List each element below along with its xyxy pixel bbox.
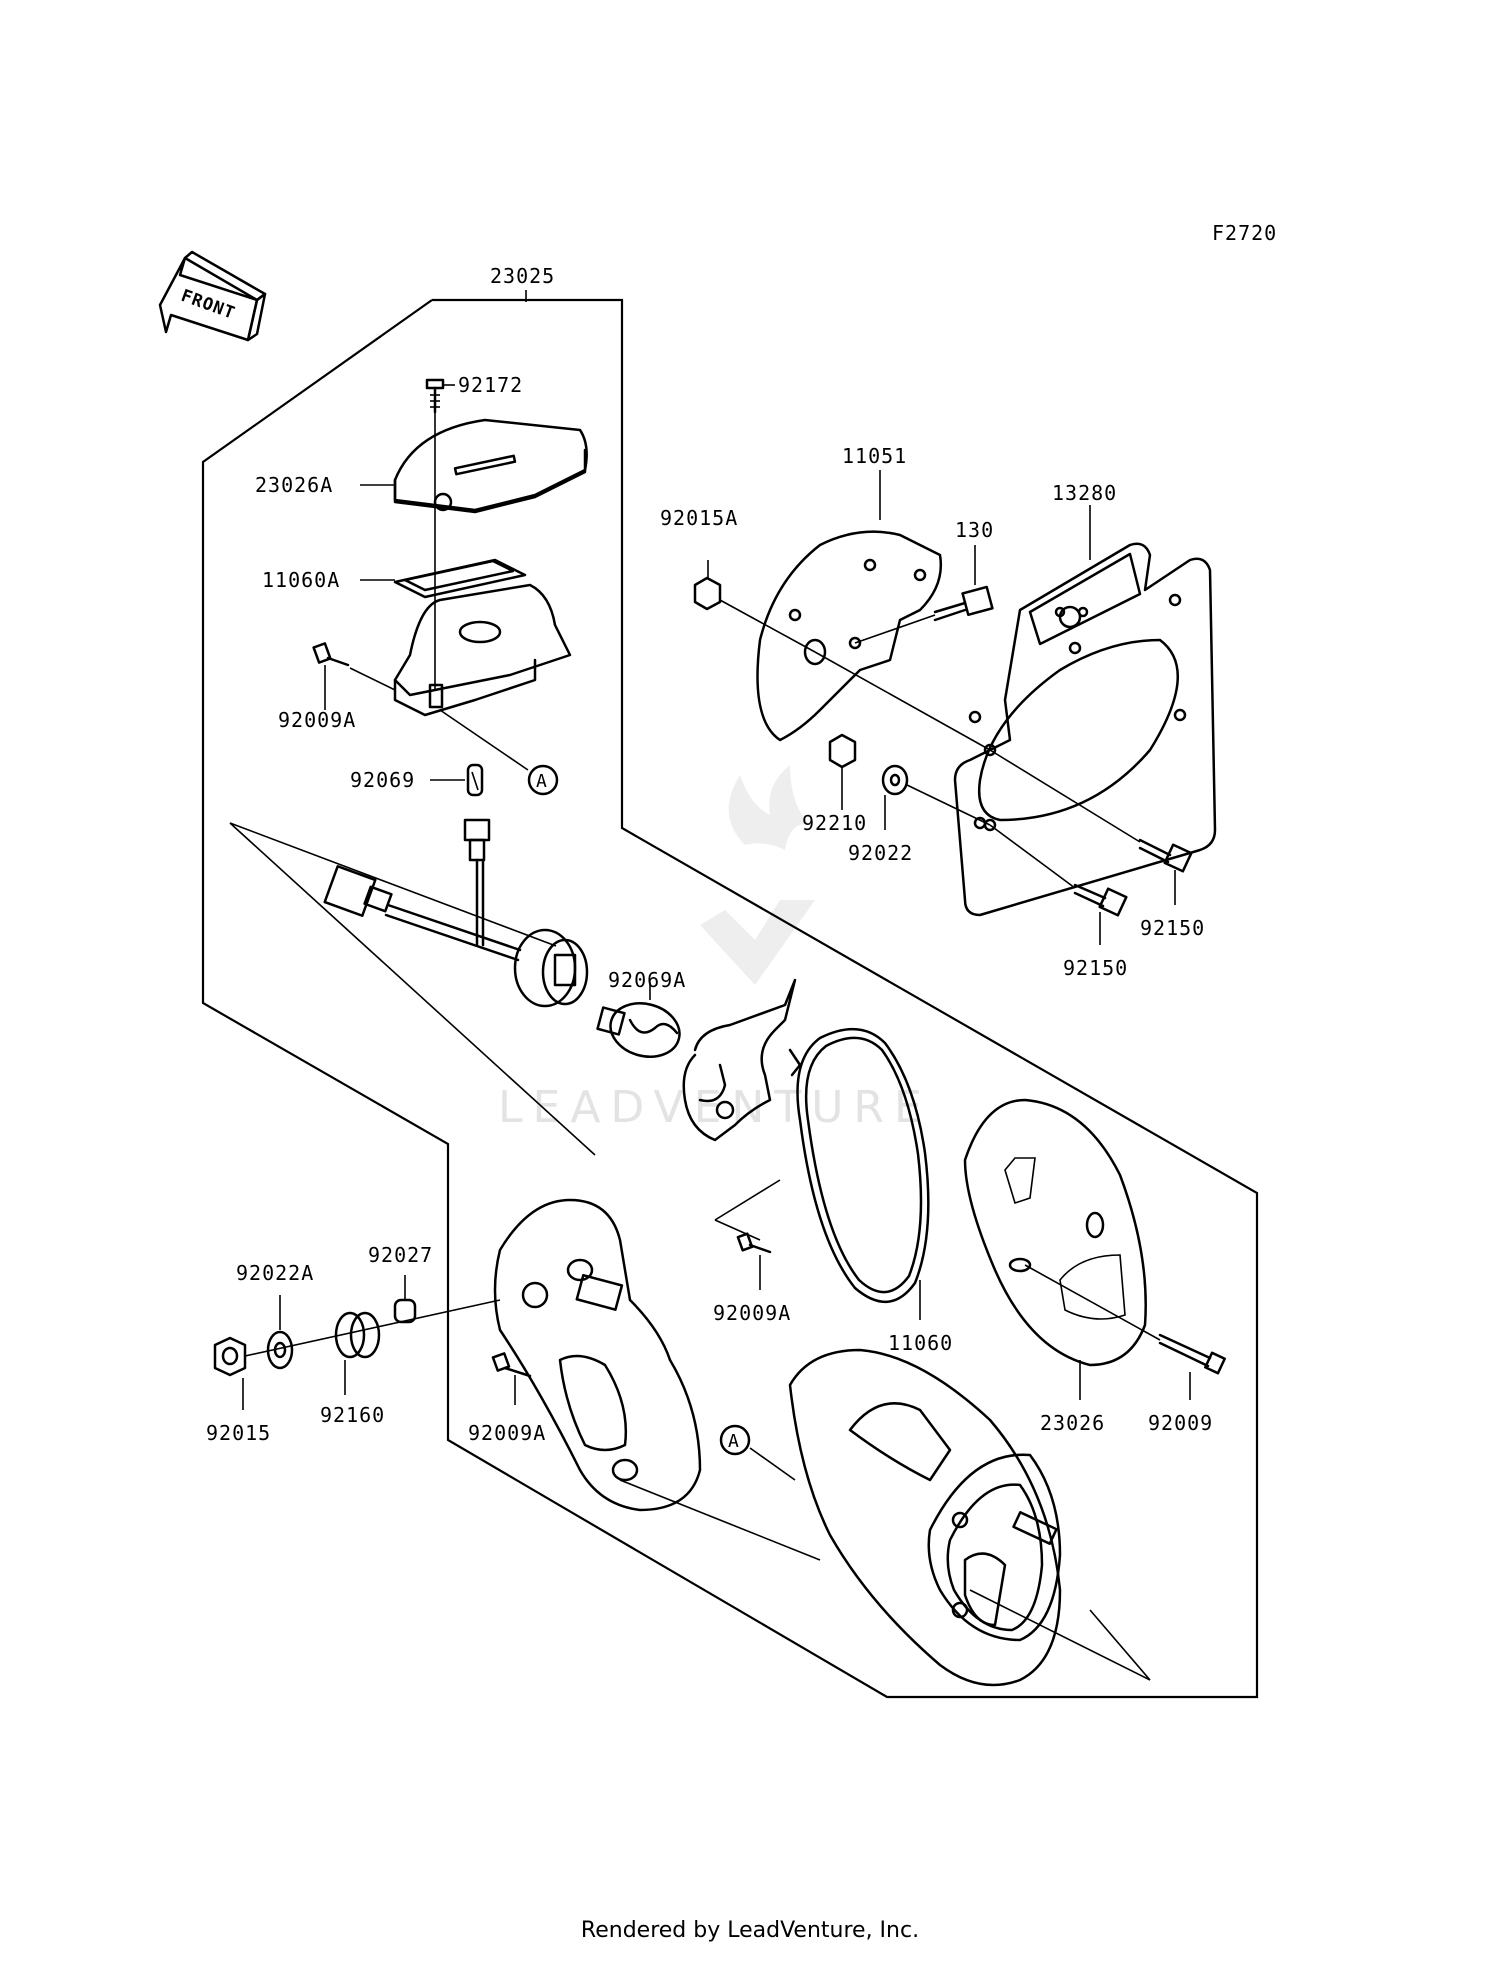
license-plate-13280-icon	[953, 542, 1217, 917]
label-92015: 92015	[206, 1421, 271, 1445]
license-lamp-housing-small	[393, 583, 572, 717]
bolt-92150-lower-icon	[1073, 883, 1128, 917]
label-92150-upper: 92150	[1140, 916, 1205, 940]
bolt-92150-upper-icon	[1138, 838, 1193, 873]
label-92150-lower: 92150	[1063, 956, 1128, 980]
front-arrow-icon: FRONT	[158, 250, 267, 342]
label-92009A-reflector: 92009A	[713, 1301, 791, 1325]
label-13280: 13280	[1052, 481, 1117, 505]
nut-92015A-icon	[693, 576, 722, 611]
bulb-92069-icon	[466, 763, 484, 797]
screw-92009A-base-icon	[491, 1352, 532, 1378]
label-92069A: 92069A	[608, 968, 686, 992]
bracket-11051-icon	[756, 530, 943, 742]
label-92009A-top: 92009A	[278, 708, 356, 732]
gasket-main-icon	[796, 1027, 930, 1304]
label-130: 130	[955, 518, 994, 542]
gasket-small	[393, 558, 527, 599]
label-11051: 11051	[842, 444, 907, 468]
bulb-92069A-icon	[596, 1002, 681, 1058]
washer-92022-icon	[881, 764, 909, 796]
label-11060: 11060	[888, 1331, 953, 1355]
label-92210: 92210	[802, 811, 867, 835]
label-92009: 92009	[1148, 1411, 1213, 1435]
base-plate-icon	[493, 1198, 702, 1512]
tail-lamp-housing-icon	[788, 1348, 1062, 1687]
bolt-130-icon	[933, 585, 994, 622]
label-11060A: 11060A	[262, 568, 340, 592]
callout-A-bottom-label: A	[728, 1431, 740, 1452]
label-92022A: 92022A	[236, 1261, 314, 1285]
callout-A-top	[527, 764, 559, 796]
label-92069: 92069	[350, 768, 415, 792]
label-23026A: 23026A	[255, 473, 333, 497]
screw-92172-icon	[425, 378, 445, 414]
label-23025: 23025	[490, 264, 555, 288]
screw-92009A-reflector-icon	[736, 1232, 772, 1254]
tail-lens-main-icon	[963, 1098, 1147, 1367]
grommet-92160-icon	[334, 1311, 381, 1359]
wiring-harness	[323, 818, 589, 1008]
label-92027: 92027	[368, 1243, 433, 1267]
watermark-text: LEADVENTURE	[498, 1082, 932, 1133]
label-92172: 92172	[458, 373, 523, 397]
diagram-code-label: F2720	[1212, 221, 1277, 245]
nut-92015-icon	[213, 1336, 247, 1377]
nut-92210-icon	[828, 733, 857, 769]
label-92009A-base: 92009A	[468, 1421, 546, 1445]
label-23026: 23026	[1040, 1411, 1105, 1435]
label-92015A: 92015A	[660, 506, 738, 530]
assembly-frame	[201, 298, 1259, 1699]
screw-92009-icon	[1158, 1333, 1226, 1375]
callout-A-top-label: A	[536, 771, 548, 792]
screw-92009A-top-icon	[312, 642, 350, 667]
license-lamp-lens-small	[393, 418, 588, 514]
footer-credit: Rendered by LeadVenture, Inc.	[580, 1918, 920, 1943]
callout-A-bottom	[719, 1424, 751, 1456]
label-92160: 92160	[320, 1403, 385, 1427]
label-92022: 92022	[848, 841, 913, 865]
